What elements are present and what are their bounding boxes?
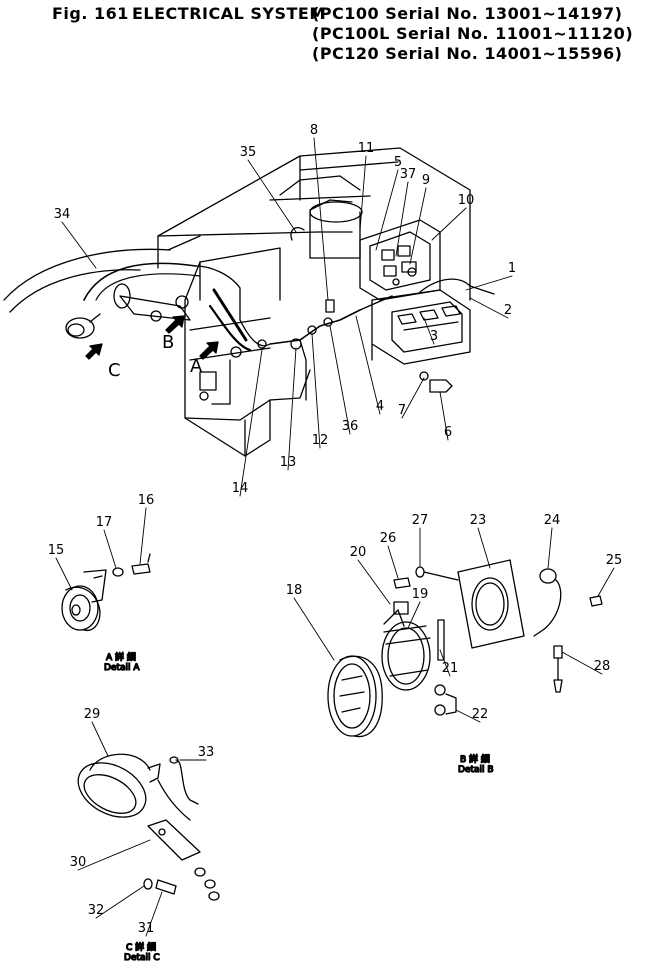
view-labels: AB C [108,332,203,381]
callout-1: 1 [508,261,516,276]
callout-33: 33 [198,745,215,760]
leader-line-4 [356,316,380,414]
leader-line-11 [360,156,366,230]
leader-line-22 [456,710,480,722]
leader-line-32 [96,886,144,918]
callout-13: 13 [280,455,297,470]
leader-line-24 [548,528,552,568]
leader-line-31 [146,892,162,936]
view-label-a: A [190,356,203,377]
leader-line-5 [376,170,398,250]
leader-line-9 [410,188,426,264]
leader-line-13 [288,348,296,470]
leader-line-18 [294,598,334,660]
view-arrow-b [166,316,184,333]
detail-a-caption: Detail A [104,663,140,673]
callout-22: 22 [472,707,489,722]
leader-line-28 [562,652,602,674]
leader-line-30 [78,840,150,870]
callout-5: 5 [394,155,402,170]
view-label-c: C [108,360,121,381]
callout-26: 26 [380,531,397,546]
callout-35: 35 [240,145,257,160]
callout-2: 2 [504,303,512,318]
leader-line-19 [408,602,420,628]
leader-line-3 [424,318,434,344]
view-arrows [86,316,218,359]
callout-21: 21 [442,661,459,676]
leader-line-29 [92,722,108,756]
leader-line-23 [478,528,490,568]
serial-line-1: (PC100 Serial No. 13001~14197) [312,4,623,23]
detail-c-caption-jp: C 詳 細 [126,941,156,953]
callout-11: 11 [358,141,375,156]
callout-12: 12 [312,433,329,448]
callout-4: 4 [376,399,384,414]
callout-19: 19 [412,587,429,602]
leader-line-21 [440,650,450,676]
view-arrow-c [86,344,102,359]
callout-24: 24 [544,513,561,528]
callout-8: 8 [310,123,318,138]
view-arrow-a [200,342,218,359]
callout-14: 14 [232,481,249,496]
callout-36: 36 [342,419,359,434]
callout-23: 23 [470,513,487,528]
serial-line-2: (PC100L Serial No. 11001~11120) [312,24,634,43]
leader-line-2 [470,298,508,318]
leader-line-35 [248,160,296,232]
callout-17: 17 [96,515,113,530]
leader-line-36 [330,326,350,434]
leader-line-25 [598,568,614,596]
callout-3: 3 [430,329,438,344]
detail-b-caption-jp: B 詳 細 [460,753,490,765]
callout-10: 10 [458,193,475,208]
figure-number: Fig. 161 [52,4,129,23]
callout-25: 25 [606,553,623,568]
leader-line-7 [402,378,424,418]
leader-line-34 [62,222,96,268]
callout-34: 34 [54,207,71,222]
callout-9: 9 [422,173,430,188]
callout-28: 28 [594,659,611,674]
callout-37: 37 [400,167,417,182]
view-label-b: B [162,332,174,353]
leader-line-20 [358,560,390,604]
callout-31: 31 [138,921,155,936]
detail-b-headlamp [328,560,602,737]
callout-27: 27 [412,513,429,528]
leader-line-17 [104,530,116,568]
detail-c-worklamp [69,752,219,900]
callout-16: 16 [138,493,155,508]
detail-a-horn [62,554,150,630]
leader-line-12 [312,334,320,448]
leader-line-16 [140,508,146,564]
leader-line-10 [432,208,466,240]
callout-6: 6 [444,425,452,440]
leader-line-37 [396,182,408,256]
callout-32: 32 [88,903,105,918]
leader-line-15 [56,558,72,590]
callout-20: 20 [350,545,367,560]
detail-a-caption-jp: A 詳 細 [106,651,136,663]
detail-b-caption: Detail B [458,765,494,775]
leader-line-26 [388,546,398,578]
callout-29: 29 [84,707,101,722]
leader-line-14 [240,350,262,496]
detail-c-caption: Detail C [124,953,160,963]
machine-overview [4,148,494,456]
leader-line-6 [440,392,448,440]
figure-title: ELECTRICAL SYSTEM [132,4,326,23]
callout-7: 7 [398,403,406,418]
serial-line-3: (PC120 Serial No. 14001~15596) [312,44,623,63]
leader-line-8 [314,138,328,300]
callout-15: 15 [48,543,65,558]
leader-line-1 [466,276,512,290]
callout-30: 30 [70,855,87,870]
callout-18: 18 [286,583,303,598]
